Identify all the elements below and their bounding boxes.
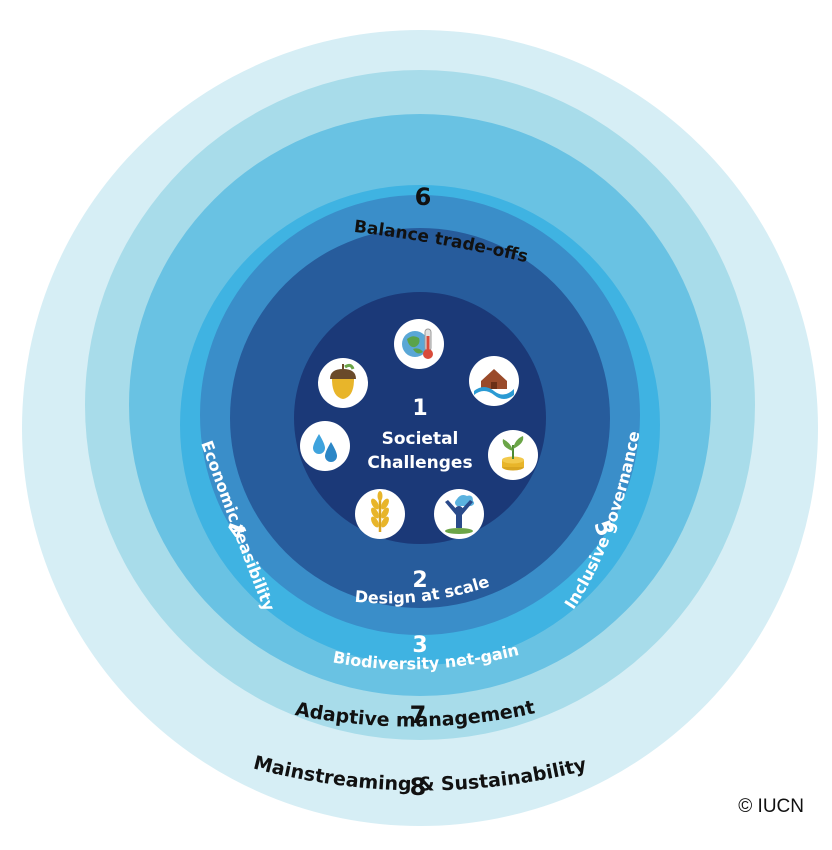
water-security-icon [300,421,350,471]
ring-3-number: 3 [412,633,427,658]
ring-1-label-line1: Societal [382,429,459,449]
ring-1-societal-challenges [294,292,546,544]
ring-1-label-line2: Challenges [367,453,472,473]
ring-1-number: 1 [412,396,427,421]
climate-change-icon [394,319,444,369]
human-health-icon [434,489,484,539]
environmental-degradation-icon [318,358,368,408]
ring-8-number: 8 [410,773,427,801]
ring-2-number: 2 [412,568,427,593]
copyright-notice: © IUCN [738,796,804,817]
ring-7-number: 7 [410,701,427,729]
economic-development-icon [488,430,538,480]
disaster-risk-icon [469,356,519,406]
ring-6-number: 6 [415,183,432,211]
food-security-icon [355,489,405,539]
